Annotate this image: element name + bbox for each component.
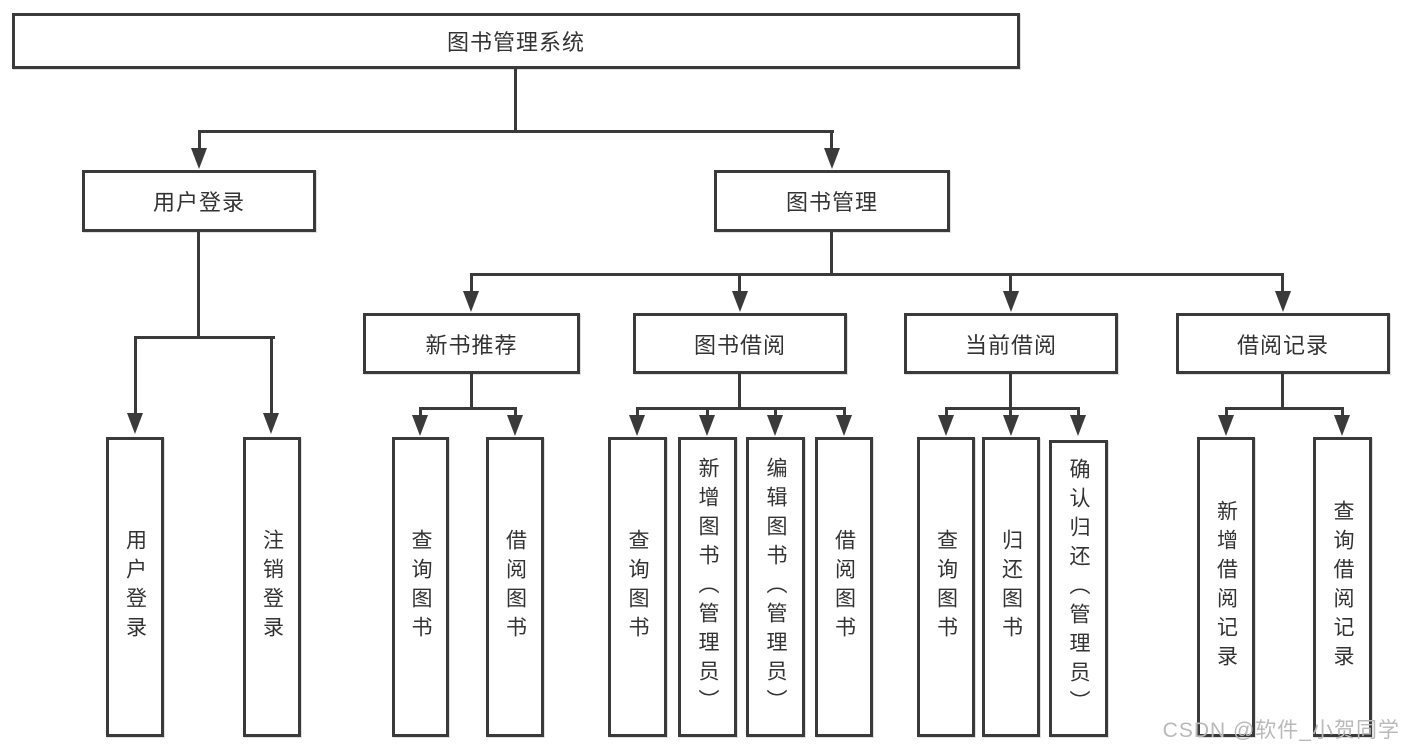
arrowhead-down-icon <box>938 415 954 436</box>
arrowhead-down-icon <box>1003 291 1019 312</box>
node-label: 用户登录 <box>123 529 147 645</box>
node-bb-add-books-admin: 新增图书（管理员） <box>678 437 737 737</box>
connector-line <box>1281 373 1284 409</box>
node-nbr-query-books: 查询图书 <box>392 437 449 737</box>
node-label: 新增图书（管理员） <box>696 456 719 718</box>
connector-line <box>774 407 777 416</box>
node-nbr-borrow-books: 借阅图书 <box>486 437 544 737</box>
connector-line <box>843 407 846 416</box>
arrowhead-down-icon <box>412 415 428 436</box>
arrowhead-down-icon <box>1334 415 1350 436</box>
arrowhead-down-icon <box>1275 291 1291 312</box>
node-book-borrowing: 图书借阅 <box>633 313 847 374</box>
node-label: 查询图书 <box>409 529 432 645</box>
node-user-login-branch: 用户登录 <box>82 170 316 232</box>
connector-line <box>830 231 833 275</box>
node-book-management-system: 图书管理系统 <box>12 13 1020 69</box>
arrowhead-down-icon <box>127 413 143 434</box>
node-label: 借阅图书 <box>832 529 856 645</box>
node-br-add-record: 新增借阅记录 <box>1197 437 1255 737</box>
node-logout: 注销登录 <box>243 437 301 737</box>
node-label: 图书借阅 <box>693 332 786 358</box>
connector-line <box>706 407 709 416</box>
node-label: 查询图书 <box>934 529 958 645</box>
arrowhead-down-icon <box>629 415 645 436</box>
node-bb-query-books: 查询图书 <box>608 437 667 737</box>
node-new-book-recommend: 新书推荐 <box>363 313 580 374</box>
node-bb-edit-books-admin: 编辑图书（管理员） <box>746 437 805 737</box>
connector-line <box>419 407 517 410</box>
node-label: 归还图书 <box>999 529 1023 645</box>
node-borrowing-records: 借阅记录 <box>1176 313 1390 374</box>
node-label: 注销登录 <box>260 529 284 645</box>
connector-line <box>198 130 201 150</box>
connector-line <box>514 407 517 416</box>
node-label: 新书推荐 <box>425 332 518 358</box>
connector-line <box>1009 407 1012 416</box>
node-current-borrowing: 当前借阅 <box>904 313 1118 374</box>
arrowhead-down-icon <box>1003 415 1019 436</box>
connector-line <box>470 373 473 409</box>
arrowhead-down-icon <box>463 291 479 312</box>
arrowhead-down-icon <box>191 148 207 169</box>
connector-line <box>419 407 422 416</box>
connector-line <box>636 407 846 410</box>
connector-line <box>1077 407 1080 416</box>
connector-line <box>470 273 473 293</box>
arrowhead-down-icon <box>699 415 715 436</box>
node-user-login-leaf: 用户登录 <box>106 437 164 737</box>
node-label: 当前借阅 <box>964 332 1057 358</box>
arrowhead-down-icon <box>836 415 852 436</box>
node-cb-return-books: 归还图书 <box>982 437 1040 737</box>
arrowhead-down-icon <box>732 291 748 312</box>
connector-line <box>945 407 948 416</box>
node-label: 编辑图书（管理员） <box>764 456 787 718</box>
connector-line <box>738 273 741 293</box>
node-label: 查询借阅记录 <box>1331 500 1354 674</box>
connector-line <box>1009 273 1012 293</box>
connector-line <box>830 130 833 150</box>
arrowhead-down-icon <box>767 415 783 436</box>
connector-line <box>1225 407 1344 410</box>
connector-line <box>514 68 517 132</box>
node-label: 用户登录 <box>152 190 245 215</box>
node-bb-borrow-books: 借阅图书 <box>815 437 873 737</box>
connector-line <box>270 336 273 414</box>
connector-line <box>738 373 741 409</box>
node-br-query-record: 查询借阅记录 <box>1313 437 1372 737</box>
arrowhead-down-icon <box>507 415 523 436</box>
node-label: 确认归还（管理员） <box>1067 458 1090 719</box>
connector-line <box>636 407 639 416</box>
connector-line <box>470 273 1284 276</box>
connector-line <box>1225 407 1228 416</box>
connector-line <box>134 336 137 414</box>
connector-line <box>197 231 200 338</box>
connector-line <box>945 407 1080 410</box>
connector-line <box>198 130 834 133</box>
node-book-management: 图书管理 <box>714 170 950 232</box>
node-label: 图书管理 <box>785 190 878 215</box>
csdn-watermark: CSDN @软件_小贺同学 <box>1162 719 1400 742</box>
connector-line <box>1009 373 1012 409</box>
connector-line <box>1341 407 1344 416</box>
node-label: 借阅记录 <box>1236 332 1329 358</box>
node-cb-query-books: 查询图书 <box>917 437 975 737</box>
arrowhead-down-icon <box>824 148 840 169</box>
arrowhead-down-icon <box>1070 415 1086 436</box>
arrowhead-down-icon <box>1218 415 1234 436</box>
node-cb-confirm-return-admin: 确认归还（管理员） <box>1049 440 1108 737</box>
connector-line <box>134 336 275 339</box>
node-label: 新增借阅记录 <box>1214 500 1238 674</box>
node-label: 图书管理系统 <box>446 30 585 55</box>
arrowhead-down-icon <box>263 413 279 434</box>
node-label: 查询图书 <box>626 529 649 645</box>
node-label: 借阅图书 <box>503 529 527 645</box>
connector-line <box>1281 273 1284 293</box>
